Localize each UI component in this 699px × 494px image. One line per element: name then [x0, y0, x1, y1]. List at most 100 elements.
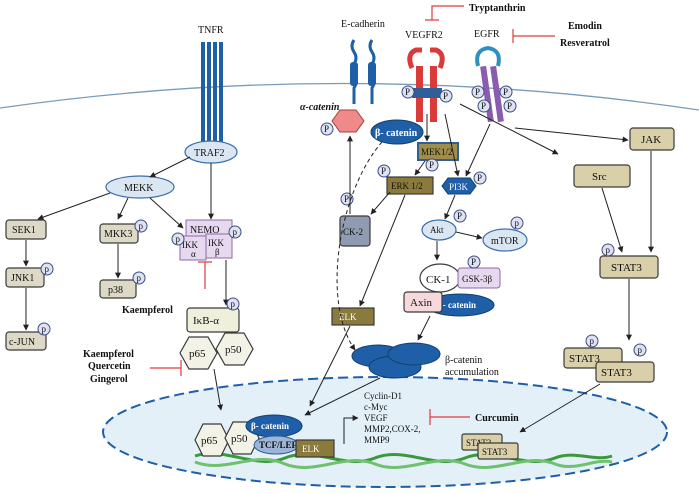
- mekk-node: [105, 175, 175, 199]
- stat3-cyto-p-label: p: [606, 245, 611, 255]
- sek1-label: SEK1: [12, 225, 36, 236]
- jnk1-p-label: p: [45, 264, 50, 274]
- pi3k-p-label: P: [477, 173, 482, 183]
- p38-p-label: p: [137, 273, 142, 283]
- vegfr2-receptor: [407, 47, 445, 122]
- vegfr2-phospho-left-icon: [401, 85, 415, 99]
- stat3-dimer-top-label: STAT3: [569, 353, 600, 365]
- src-label: Src: [592, 171, 607, 183]
- stat3-dimer-phospho-right-icon: [633, 343, 647, 357]
- vegfr2-p-right-label: P: [443, 91, 448, 101]
- cjun-phospho-icon: [37, 322, 51, 336]
- egfr-phospho-3-icon: [477, 99, 491, 113]
- ck1-label: CK-1: [426, 274, 450, 286]
- stat3-dimer-bottom-node: [595, 361, 655, 383]
- mkk3-node: [99, 223, 139, 244]
- cjun-label: c-JUN: [9, 337, 35, 348]
- elk-cyto-node: [331, 307, 375, 326]
- ck2-node: [339, 215, 371, 247]
- erk12-node: [386, 176, 434, 195]
- egfr-receptor: [475, 45, 504, 123]
- beta-catenin-membrane-node: [370, 119, 424, 145]
- p38-node: [99, 279, 137, 299]
- mek12-label: MEK1/2: [421, 147, 453, 157]
- erk12-phospho-icon: [377, 164, 391, 178]
- gsk3b-node: [457, 267, 501, 289]
- mek12-phospho-icon: [425, 158, 439, 172]
- ecadherin-receptor: [350, 39, 376, 104]
- egfr-p1-label: P: [475, 87, 480, 97]
- egfr-p3-label: P: [481, 101, 486, 111]
- tnfr-receptor: [201, 42, 223, 142]
- stat3-dimer-bottom-label: STAT3: [601, 367, 632, 379]
- alpha-catenin-phospho-icon: [320, 122, 334, 136]
- p50-cyto-node: [215, 332, 254, 366]
- elk-cyto-label: ELK: [339, 312, 357, 322]
- jnk1-phospho-icon: [40, 262, 54, 276]
- p38-phospho-icon: [132, 271, 146, 285]
- p65-cyto-node: [179, 336, 218, 370]
- ikk-left-phospho-icon: [171, 232, 185, 246]
- cell-membrane: [0, 82, 699, 111]
- tnfr-label: TNFR: [198, 25, 224, 36]
- stat3-nuc-bottom-label: STAT3: [482, 447, 508, 457]
- target-gene: c-Myc: [364, 402, 388, 412]
- accumulation-label-1: β-catenin: [445, 355, 482, 366]
- akt-p-label: P: [457, 211, 462, 221]
- ikk-right-p-label: p: [233, 227, 238, 237]
- ck2-p-label: P: [344, 194, 349, 204]
- egfr-label: EGFR: [474, 29, 500, 40]
- mek12-node: [417, 142, 459, 161]
- ikkb-sub-label: β: [215, 247, 220, 257]
- beta-catenin-nuc-label: β- catenin: [251, 421, 289, 431]
- mek12-p-label: P: [429, 160, 434, 170]
- vegfr2-phospho-right-icon: [439, 89, 453, 103]
- pi3k-label: PI3K: [449, 182, 469, 192]
- ikba-node: [186, 307, 240, 333]
- target-gene: VEGF: [364, 413, 388, 423]
- mkk3-phospho-icon: [134, 219, 148, 233]
- mtor-p-label: p: [515, 218, 520, 228]
- mkk3-label: MKK3: [104, 229, 132, 240]
- p65-nuc-label: p65: [201, 435, 218, 447]
- axin-node: [403, 291, 443, 313]
- pi3k-phospho-icon: [473, 171, 487, 185]
- ikka-sub-label: α: [191, 249, 196, 259]
- jak-node: [629, 127, 675, 151]
- alpha-catenin-node: [331, 109, 365, 133]
- mtor-phospho-icon: [510, 216, 524, 230]
- p65-cyto-label: p65: [189, 348, 206, 360]
- target-gene: Cyclin-D1: [364, 391, 402, 401]
- gsk3b-p-label: P: [471, 257, 476, 267]
- target-gene: MMP2,COX-2,: [364, 424, 421, 434]
- beta-catenin-complex-label: β- catenin: [438, 300, 476, 310]
- ck2-label: CK-2: [343, 227, 363, 237]
- src-node: [573, 164, 631, 188]
- egfr-phospho-2-icon: [499, 85, 513, 99]
- tryptanthrin-label: Tryptanthrin: [469, 3, 526, 14]
- egfr-p2-label: P: [503, 87, 508, 97]
- ikka-label: IKK: [182, 240, 198, 250]
- resveratrol-label: Resveratrol: [560, 38, 610, 49]
- akt-label: Akt: [430, 225, 444, 235]
- beta-catenin-accumulation-cluster: [351, 342, 441, 379]
- ikba-label: IκB-α: [193, 315, 219, 327]
- alpha-catenin-label: α-catenin: [300, 102, 340, 113]
- kaempferol-ikk-label: Kaempferol: [122, 305, 173, 316]
- alpha-catenin-p-label: P: [324, 124, 329, 134]
- accumulation-label-2: accumulation: [445, 367, 499, 378]
- ikk-left-p-label: p: [176, 234, 181, 244]
- gsk3b-label: GSK-3β: [462, 274, 493, 284]
- mtor-label: mTOR: [491, 236, 519, 247]
- stat3-nuc-bottom-node: [477, 442, 519, 460]
- akt-phospho-icon: [453, 209, 467, 223]
- cjun-p-label: p: [42, 324, 47, 334]
- stat3-dimer-p-right-label: p: [638, 345, 643, 355]
- p50-cyto-label: p50: [225, 344, 242, 356]
- gingerol-label: Gingerol: [90, 374, 128, 385]
- stat3-dimer-phospho-left-icon: [585, 334, 599, 348]
- elk-nuc-node: [295, 439, 335, 458]
- beta-catenin-membrane-label: β- catenin: [375, 128, 418, 139]
- erk12-p-label: P: [381, 166, 386, 176]
